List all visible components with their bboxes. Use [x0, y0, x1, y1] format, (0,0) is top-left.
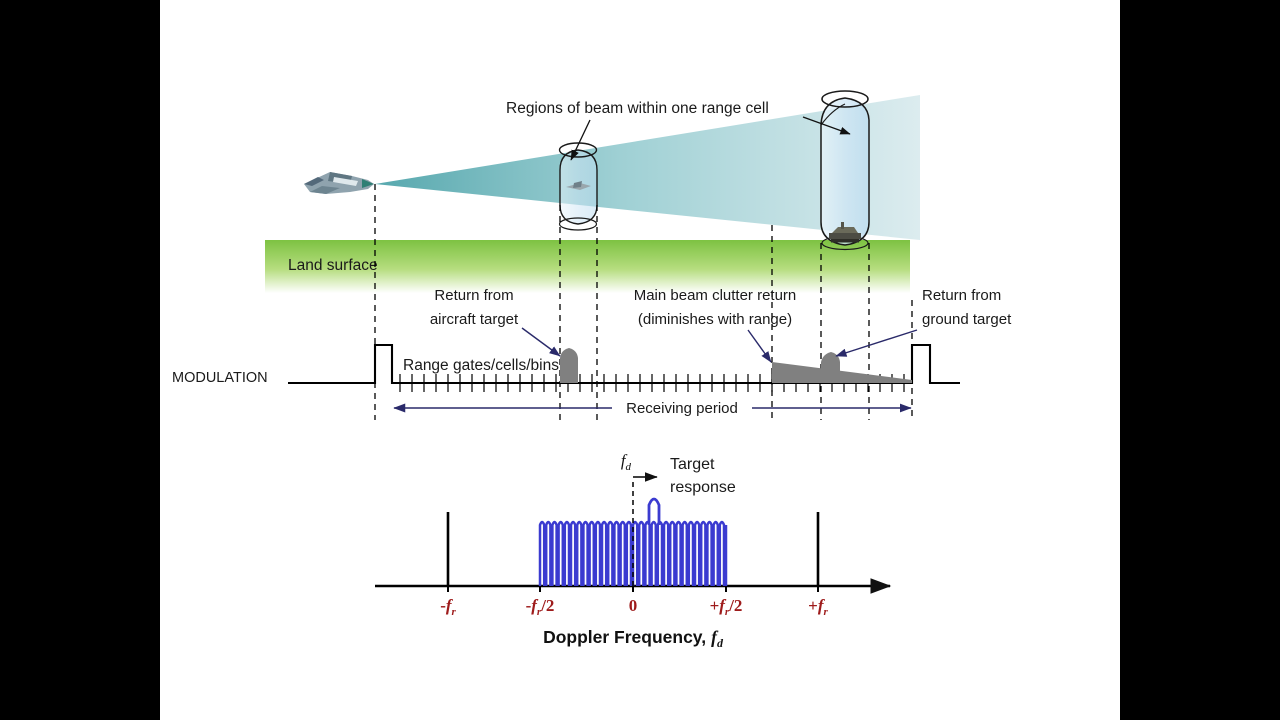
aircraft-return-leader [521, 327, 561, 357]
main-beam-clutter-return-shape [772, 362, 912, 383]
ground-return-line1: Return from [922, 287, 1001, 304]
ground-return-line2: ground target [922, 311, 1012, 328]
beam-region-annotation-label: Regions of beam within one range cell [506, 100, 769, 117]
tick-label-plus-fr: +fr [808, 596, 828, 618]
aircraft-return-line1: Return from [434, 287, 513, 304]
clutter-comb-spectrum [538, 520, 728, 586]
radar-range-doppler-diagram: Regions of beam within one range cell La… [172, 90, 1012, 650]
target-response-peak [647, 497, 661, 525]
radar-beam-wedge [375, 95, 920, 240]
far-range-cell-cylinder [820, 90, 870, 251]
aircraft-return-line2: aircraft target [430, 311, 519, 328]
tick-label-minus-fr-half: -fr/2 [526, 596, 555, 618]
land-surface-label: Land surface [288, 257, 378, 274]
receiving-period-span: Receiving period [393, 400, 912, 417]
beam-annotation-leader-near [570, 119, 591, 161]
receiving-period-label: Receiving period [626, 400, 738, 417]
aircraft-platform-icon [304, 172, 374, 194]
range-gate-ticks [399, 374, 905, 392]
doppler-spectrum-plot: fd Target response -fr -fr/2 0 +fr/2 +fr… [375, 451, 892, 650]
range-gates-label: Range gates/cells/bins [403, 357, 559, 374]
doppler-tick-labels: -fr -fr/2 0 +fr/2 +fr [440, 596, 828, 618]
tick-label-minus-fr: -fr [440, 596, 456, 618]
clutter-return-line1: Main beam clutter return [634, 287, 797, 304]
ground-target-vehicle [829, 222, 861, 243]
target-response-label-line1: Target [670, 456, 715, 473]
clutter-return-line2: (diminishes with range) [638, 311, 792, 328]
near-range-cell-cylinder [558, 142, 598, 231]
fd-marker-symbol: fd [621, 451, 632, 473]
diagram-canvas: Regions of beam within one range cell La… [160, 0, 1120, 720]
aircraft-target-in-cell [566, 181, 591, 190]
doppler-axis-title: Doppler Frequency,fd [543, 627, 724, 650]
clutter-return-leader [747, 329, 772, 363]
tick-label-plus-fr-half: +fr/2 [710, 596, 743, 618]
tick-label-zero: 0 [629, 596, 638, 615]
land-surface-band [265, 240, 910, 293]
modulation-axis-label: MODULATION [172, 370, 268, 386]
annotation-aircraft-return: Return from aircraft target [430, 287, 561, 357]
annotation-ground-return: Return from ground target [835, 287, 1012, 357]
aircraft-target-return-shape [560, 348, 578, 383]
beam-annotation-leader-far [802, 116, 851, 135]
target-response-label-line2: response [670, 479, 736, 496]
ground-return-leader [835, 329, 918, 357]
ground-target-return-shape [821, 352, 840, 383]
annotation-main-beam-clutter: Main beam clutter return (diminishes wit… [634, 287, 797, 363]
